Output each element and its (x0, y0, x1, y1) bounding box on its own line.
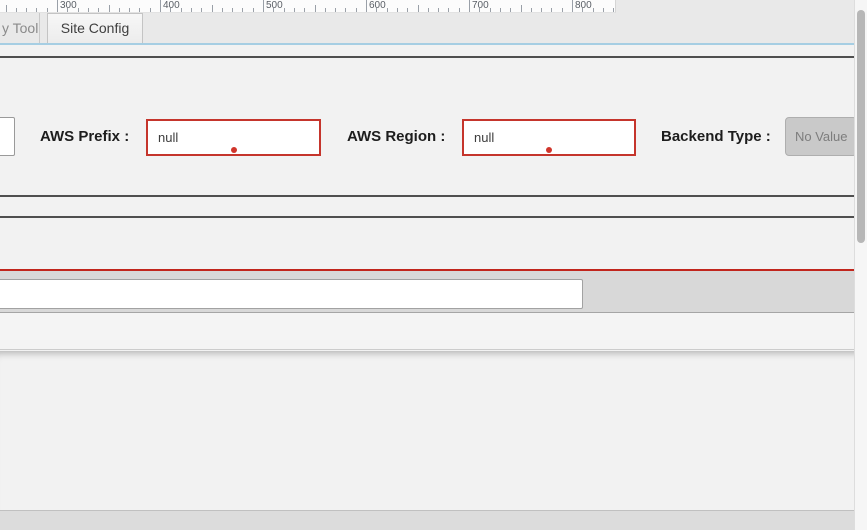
tab-query-tool[interactable]: y Tool (0, 13, 40, 43)
scrollbar-thumb[interactable] (857, 10, 865, 243)
ruler-label: 500 (266, 0, 283, 11)
tab-bar: y Tool Site Config (0, 13, 855, 43)
ruler-tick (469, 0, 470, 12)
ruler-tick (458, 8, 460, 12)
ruler-tick (5, 5, 7, 12)
ruler-tick (77, 8, 79, 12)
ruler-tick (314, 5, 316, 12)
section-divider (0, 216, 855, 218)
validation-error-dot (231, 147, 237, 153)
ruler-label: 300 (60, 0, 77, 11)
backend-type-value: No Value (795, 129, 848, 144)
wide-text-input[interactable] (0, 279, 583, 309)
ruler-tick (324, 8, 326, 12)
ruler-tick (129, 8, 131, 12)
ruler-tick (149, 8, 151, 12)
horizontal-ruler: 300 400 500 600 700 800 (0, 0, 616, 13)
aws-region-label: AWS Region : (347, 128, 446, 145)
ruler-tick (366, 0, 367, 12)
ruler-tick (67, 8, 69, 12)
clipped-left-input[interactable] (0, 117, 15, 156)
tab-label: y Tool (2, 20, 39, 36)
ruler-label: 600 (369, 0, 386, 11)
ruler-tick (427, 8, 429, 12)
ruler-label: 800 (575, 0, 592, 11)
section-divider (0, 195, 855, 197)
ruler-tick (283, 8, 285, 12)
ruler-tick (407, 8, 409, 12)
ruler-tick (479, 8, 481, 12)
ruler-label: 400 (163, 0, 180, 11)
ruler-tick (592, 8, 594, 12)
backend-type-label: Backend Type : (661, 128, 771, 145)
ruler-tick (221, 8, 223, 12)
ruler-tick (551, 8, 553, 12)
ruler-tick (520, 5, 522, 12)
section-divider (0, 56, 855, 58)
ruler-tick (489, 8, 491, 12)
ruler-tick (98, 8, 100, 12)
ruler-tick (510, 8, 512, 12)
ruler-tick (530, 8, 532, 12)
validation-error-dot (546, 147, 552, 153)
ruler-tick (396, 8, 398, 12)
ruler-tick (582, 8, 584, 12)
error-section-divider (0, 269, 867, 271)
ruler-tick (15, 8, 17, 12)
top-strip: 300 400 500 600 700 800 y Tool Site Config (0, 0, 855, 43)
ruler-tick (613, 8, 615, 12)
ruler-tick (170, 8, 172, 12)
ruler-tick (438, 8, 440, 12)
ruler-tick (190, 8, 192, 12)
ruler-tick (499, 8, 501, 12)
ruler-tick (561, 8, 563, 12)
ruler-tick (36, 8, 38, 12)
ruler-tick (180, 8, 182, 12)
ruler-tick (541, 8, 543, 12)
ruler-tick (211, 5, 213, 12)
tab-site-config[interactable]: Site Config (47, 13, 143, 43)
footer-bar: i (0, 510, 867, 530)
ruler-tick (263, 0, 264, 12)
ruler-tick (304, 8, 306, 12)
ruler-tick (335, 8, 337, 12)
ruler-tick (87, 8, 89, 12)
ruler-tick (386, 8, 388, 12)
ruler-tick (46, 8, 48, 12)
tabbar-accent-line (0, 43, 855, 45)
ruler-tick (252, 8, 254, 12)
ruler-tick (293, 8, 295, 12)
ruler-tick (417, 5, 419, 12)
ruler-tick (108, 5, 110, 12)
vertical-scrollbar[interactable] (854, 0, 867, 530)
ruler-tick (448, 8, 450, 12)
tab-label: Site Config (60, 20, 130, 36)
aws-prefix-label: AWS Prefix : (40, 128, 130, 145)
spacer-band (0, 313, 867, 350)
ruler-tick (26, 8, 28, 12)
ruler-tick (345, 8, 347, 12)
ruler-tick (376, 8, 378, 12)
ruler-tick (139, 8, 141, 12)
ruler-tick (232, 8, 234, 12)
ruler-tick (160, 0, 161, 12)
ruler-tick (273, 8, 275, 12)
backend-type-select[interactable]: No Value (785, 117, 857, 156)
ruler-tick (57, 0, 58, 12)
ruler-tick (242, 8, 244, 12)
ruler-label: 700 (472, 0, 489, 11)
aws-prefix-input[interactable] (146, 119, 321, 156)
ruler-tick (602, 8, 604, 12)
content-panel (0, 351, 867, 510)
ruler-tick (201, 8, 203, 12)
ruler-tick (572, 0, 573, 12)
ruler-tick (355, 8, 357, 12)
ruler-tick (118, 8, 120, 12)
